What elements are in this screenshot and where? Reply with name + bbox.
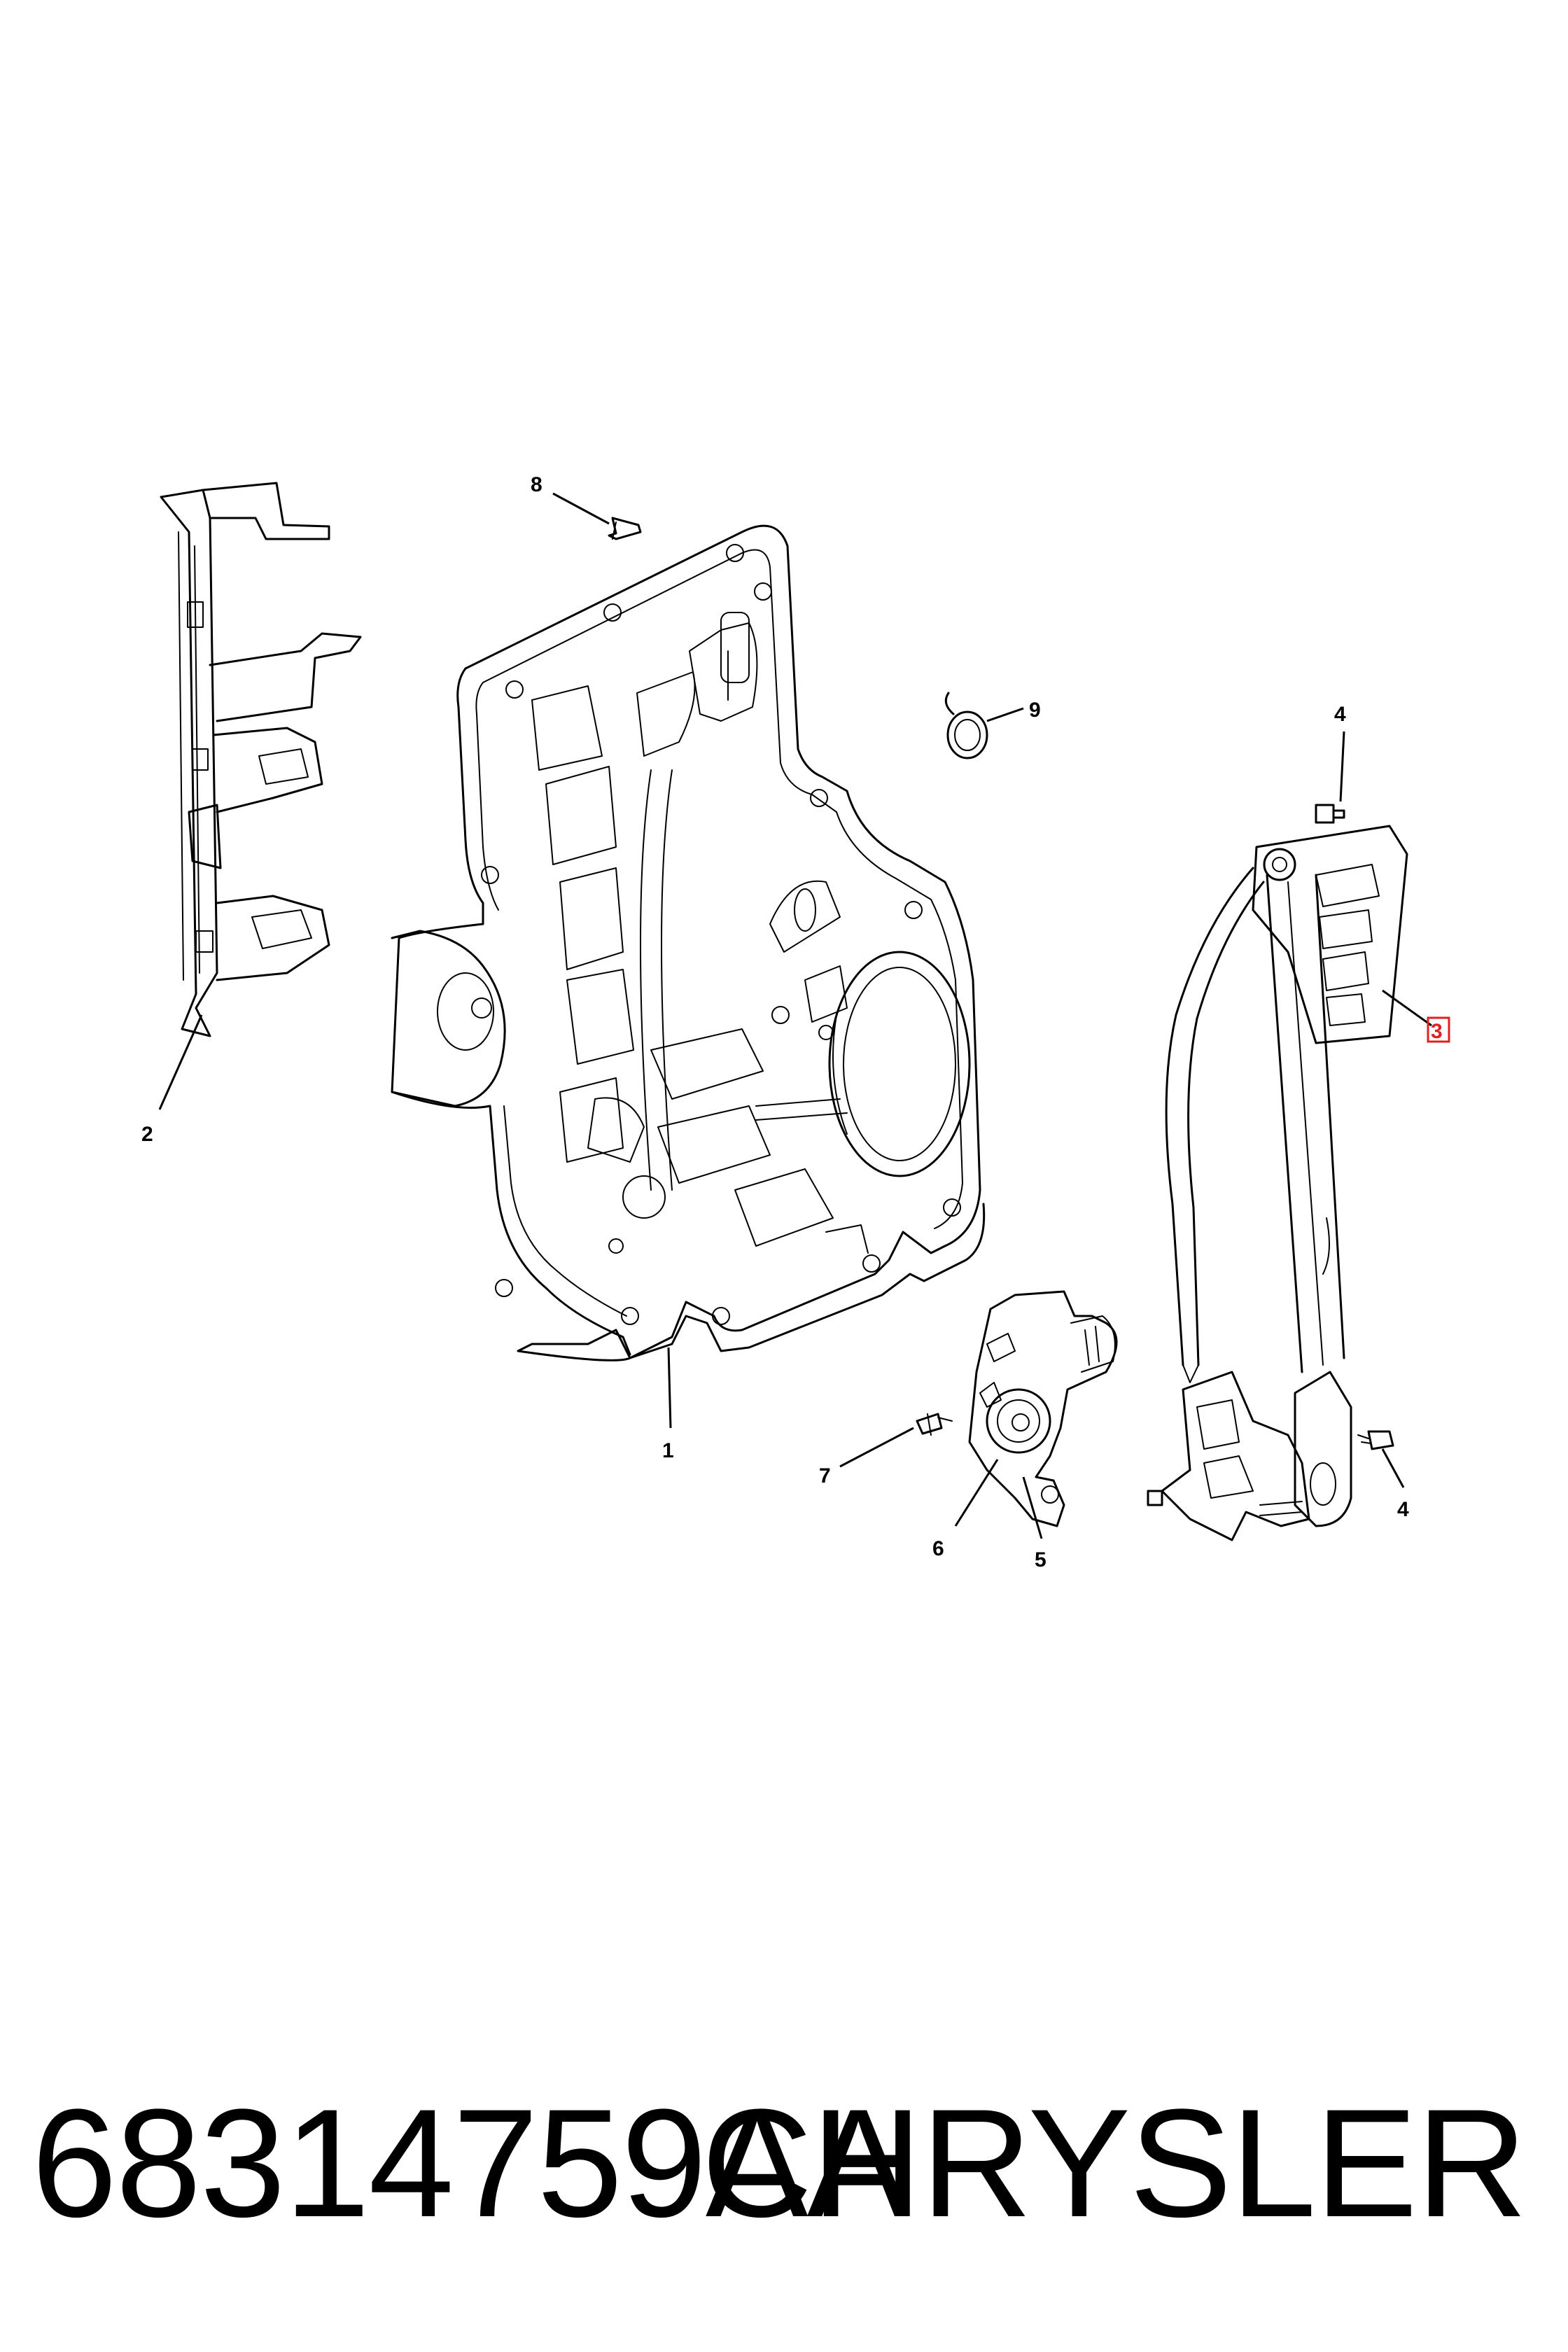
leader-5 [1022, 1476, 1043, 1539]
part-8-screw [608, 517, 642, 540]
leader-4-lower [1381, 1448, 1405, 1488]
part-1-door-panel [391, 524, 986, 1362]
callout-4-lower: 4 [1397, 1498, 1409, 1521]
callout-9: 9 [1029, 699, 1041, 722]
leader-8 [552, 492, 610, 525]
leader-4-upper [1339, 731, 1345, 802]
part-number: 68314759AA [31, 2077, 909, 2249]
leader-6 [954, 1459, 999, 1527]
leader-3 [1382, 989, 1432, 1027]
part-2-bracket [160, 482, 362, 1037]
part-9-clip [944, 692, 988, 760]
callout-3: 3 [1431, 1020, 1443, 1043]
callout-8: 8 [531, 473, 542, 496]
callout-3-highlight [1427, 1016, 1450, 1043]
leader-7 [839, 1427, 914, 1468]
brand-name: CHRYSLER [701, 2077, 1527, 2249]
caption-bar: 68314759AA CHRYSLER [0, 2072, 1568, 2254]
part-5-6-motor [968, 1290, 1118, 1527]
leader-2 [158, 1014, 203, 1110]
callout-6: 6 [932, 1537, 944, 1560]
callout-5: 5 [1035, 1548, 1046, 1572]
parts-diagram: 2 [141, 473, 1450, 1572]
leader-9 [986, 707, 1024, 722]
part-7-screw [916, 1413, 953, 1436]
callout-7: 7 [819, 1464, 831, 1488]
callout-2: 2 [141, 1123, 153, 1146]
leader-1 [667, 1347, 672, 1429]
callout-4-upper: 4 [1334, 703, 1346, 726]
callout-1: 1 [662, 1439, 674, 1462]
part-3-regulator [1147, 825, 1408, 1541]
part-4-bolt-upper [1315, 804, 1345, 824]
part-4-bolt-lower [1357, 1430, 1394, 1450]
